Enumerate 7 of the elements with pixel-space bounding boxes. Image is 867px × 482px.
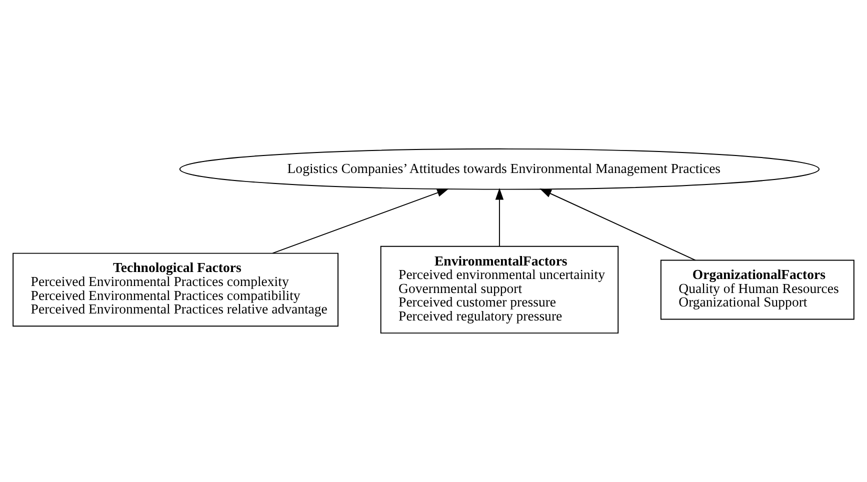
node-box: OrganizationalFactors Quality of Human Resources Organizational Support bbox=[660, 260, 854, 320]
node-ellipse: Logistics Companies’ Attitudes towards Environmental Management Practices bbox=[179, 148, 820, 190]
arrow bbox=[495, 188, 504, 247]
arrow bbox=[540, 188, 696, 261]
node-box: Technological Factors Perceived Environmental Practices complexity Perceived Environmental Practices compatibility Perceived Environmental Practices relative advantage bbox=[12, 252, 338, 327]
arrow bbox=[272, 188, 449, 254]
node-box: EnvironmentalFactors Perceived environmental uncertainity Governmental support Perceived customer pressure Perceived regulatory pressure bbox=[380, 246, 619, 334]
